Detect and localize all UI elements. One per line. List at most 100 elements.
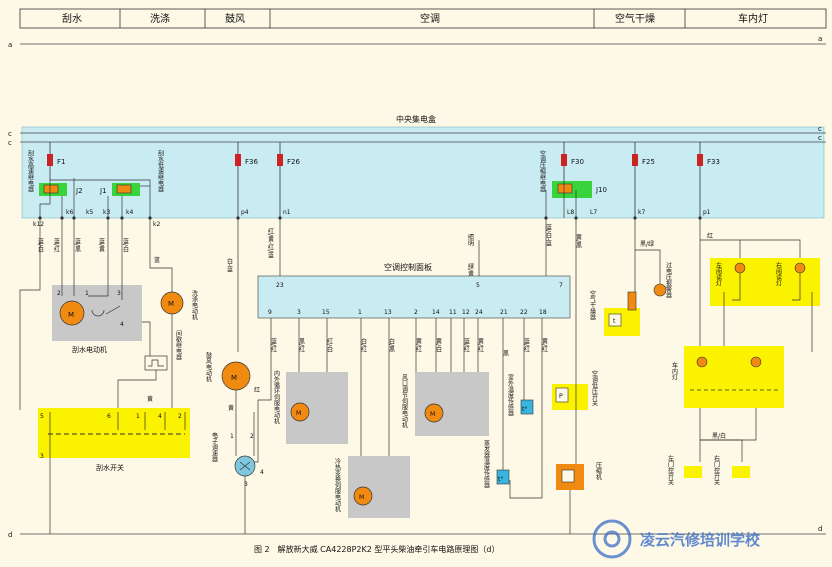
panel-pin-12: 12 (462, 309, 470, 316)
panel-pin-24: 24 (475, 309, 483, 316)
right-reading-lamp-label: 右阅读灯 (775, 261, 782, 287)
svg-text:t°: t° (522, 406, 527, 413)
relay-j1-label: J1 (99, 187, 107, 195)
panel-pin-2: 2 (414, 309, 418, 316)
svg-text:M: M (359, 494, 364, 501)
switch-pos-5: 5 (40, 413, 44, 420)
panel-pin-1: 1 (358, 309, 362, 316)
relay-j2-label: J2 (75, 187, 83, 195)
blower-motor-label: 鼓风电动机 (205, 351, 212, 383)
wire-label-15: 红 (707, 232, 713, 240)
overpressure-alarm-icon (653, 283, 667, 297)
left-door-switch-icon (684, 466, 702, 478)
wire-label-22: 蓝/红 (463, 337, 470, 352)
fuse-f26-label: F26 (287, 158, 300, 166)
wire-label-31: 红 (254, 386, 260, 394)
fuse-f25: F25 (632, 142, 655, 218)
wire-label-3: 蓝/黑 (74, 237, 81, 253)
outside-sensor-icon (520, 399, 534, 415)
blower-pin-4: 4 (260, 469, 264, 476)
fuse-f25-label: F25 (642, 158, 655, 166)
wire-label-10: 绿/黄 (467, 262, 474, 278)
header-section-interior-lamp: 车内灯 (738, 12, 768, 25)
wire-label-29: 黑/白 (712, 432, 726, 440)
switch-pos-4: 4 (158, 413, 162, 420)
panel-pin-5: 5 (476, 282, 480, 289)
pin-n1: n1 (283, 209, 291, 216)
right-reading-lamp-icon (794, 262, 806, 274)
vent-servo-label: 风口调节伺服电动机 (401, 374, 408, 429)
blower-pin-2: 2 (250, 433, 254, 440)
wire-label-5: 蓝/白 (122, 237, 129, 253)
rail-c-label-2: c (8, 139, 12, 147)
rail-c-label-r2: c (818, 134, 822, 142)
panel-bottom-pins: 9 3 15 1 13 2 14 11 12 24 21 22 18 (268, 309, 547, 316)
wire-label-20: 黄/红 (415, 337, 422, 352)
interior-lamp-box (684, 346, 784, 408)
central-box-title: 中央集电盒 (396, 114, 436, 124)
wire-label-17: 红/白 (326, 337, 333, 353)
speed-controller-label: 电子调速器 (211, 431, 218, 463)
wire-label-16: 黑/红 (298, 338, 305, 352)
compressor-label: 压缩机 (595, 462, 602, 481)
rail-c-label-1: c (8, 130, 12, 138)
evap-sensor-label: 蒸发器温度传感器 (483, 439, 490, 489)
recirc-servo-label: 内外循环伺服电动机 (273, 369, 280, 425)
rail-c-label-r1: c (818, 125, 822, 133)
blower-pin-3: 3 (244, 481, 248, 488)
fuse-f36: F36 (235, 142, 258, 218)
wire-label-1: 蓝/白 (37, 237, 44, 253)
washer-motor-label: 洗涤电动机 (191, 289, 198, 321)
pin-p1: p1 (703, 209, 711, 216)
recirc-servo-icon (290, 402, 310, 422)
wiper-pin-4: 4 (120, 321, 124, 328)
pin-k5: k5 (86, 209, 93, 216)
central-box (21, 126, 825, 219)
watermark-text: 凌云汽修培训学校 (640, 531, 761, 549)
relay-j10-label: J10 (595, 186, 607, 194)
wire-label-30: 黄 (228, 404, 234, 412)
rail-d-label-right: d (818, 525, 822, 533)
watermark-logo-icon (592, 519, 632, 559)
switch-pos-1: 1 (136, 413, 140, 420)
evap-sensor-icon (496, 469, 510, 485)
ac-control-panel-title: 空调控制面板 (384, 262, 432, 272)
rail-d-label: d (8, 531, 12, 539)
right-door-switch-label: 右门控开关 (713, 454, 720, 486)
header-section-air-dry: 空气干燥 (615, 12, 655, 25)
wiper-motor-label: 刮水电动机 (72, 345, 107, 354)
panel-pin-15: 15 (322, 309, 330, 316)
right-door-switch-icon (732, 466, 750, 478)
watermark: 凌云汽修培训学校 (592, 519, 761, 559)
panel-pin-3: 3 (297, 309, 301, 316)
left-door-switch-label: 左门控开关 (667, 454, 674, 486)
pin-k12: k12 (33, 221, 44, 228)
switch-pos-2: 2 (178, 413, 182, 420)
header-section-washer: 洗涤 (150, 12, 170, 25)
wiper-switch-box (38, 408, 190, 458)
left-reading-lamp-label: 左阅读灯 (715, 261, 722, 287)
overpressure-alarm-label: 过电压报警器 (665, 261, 672, 299)
wire-label-25: 黄/红 (541, 337, 548, 352)
svg-text:t°: t° (498, 476, 503, 483)
relay-low-speed-label: 刮水低速继电器 (157, 149, 164, 193)
ac-control-panel (257, 275, 571, 319)
wire-label-2: 蓝/红 (53, 237, 60, 252)
wire-label-6: 蓝 (154, 256, 160, 264)
pin-k6: k6 (66, 209, 73, 216)
wire-label-19: 白/黑 (388, 337, 395, 353)
header-section-ac: 空调 (420, 12, 440, 25)
wire-label-24: 蓝/红 (523, 337, 530, 352)
heat-servo-icon (353, 486, 373, 506)
wiper-pin-2: 2 (57, 290, 61, 297)
panel-pin-13: 13 (384, 309, 392, 316)
switch-pos-6: 6 (107, 413, 111, 420)
wire-label-14: 黑/绿 (640, 240, 654, 248)
relay-j2-coil (43, 184, 59, 194)
pin-l7: L7 (590, 209, 597, 216)
fuse-f30: F30 (561, 142, 584, 180)
panel-pin-9: 9 (268, 309, 272, 316)
wire-label-23: 黄/红 (477, 337, 484, 352)
